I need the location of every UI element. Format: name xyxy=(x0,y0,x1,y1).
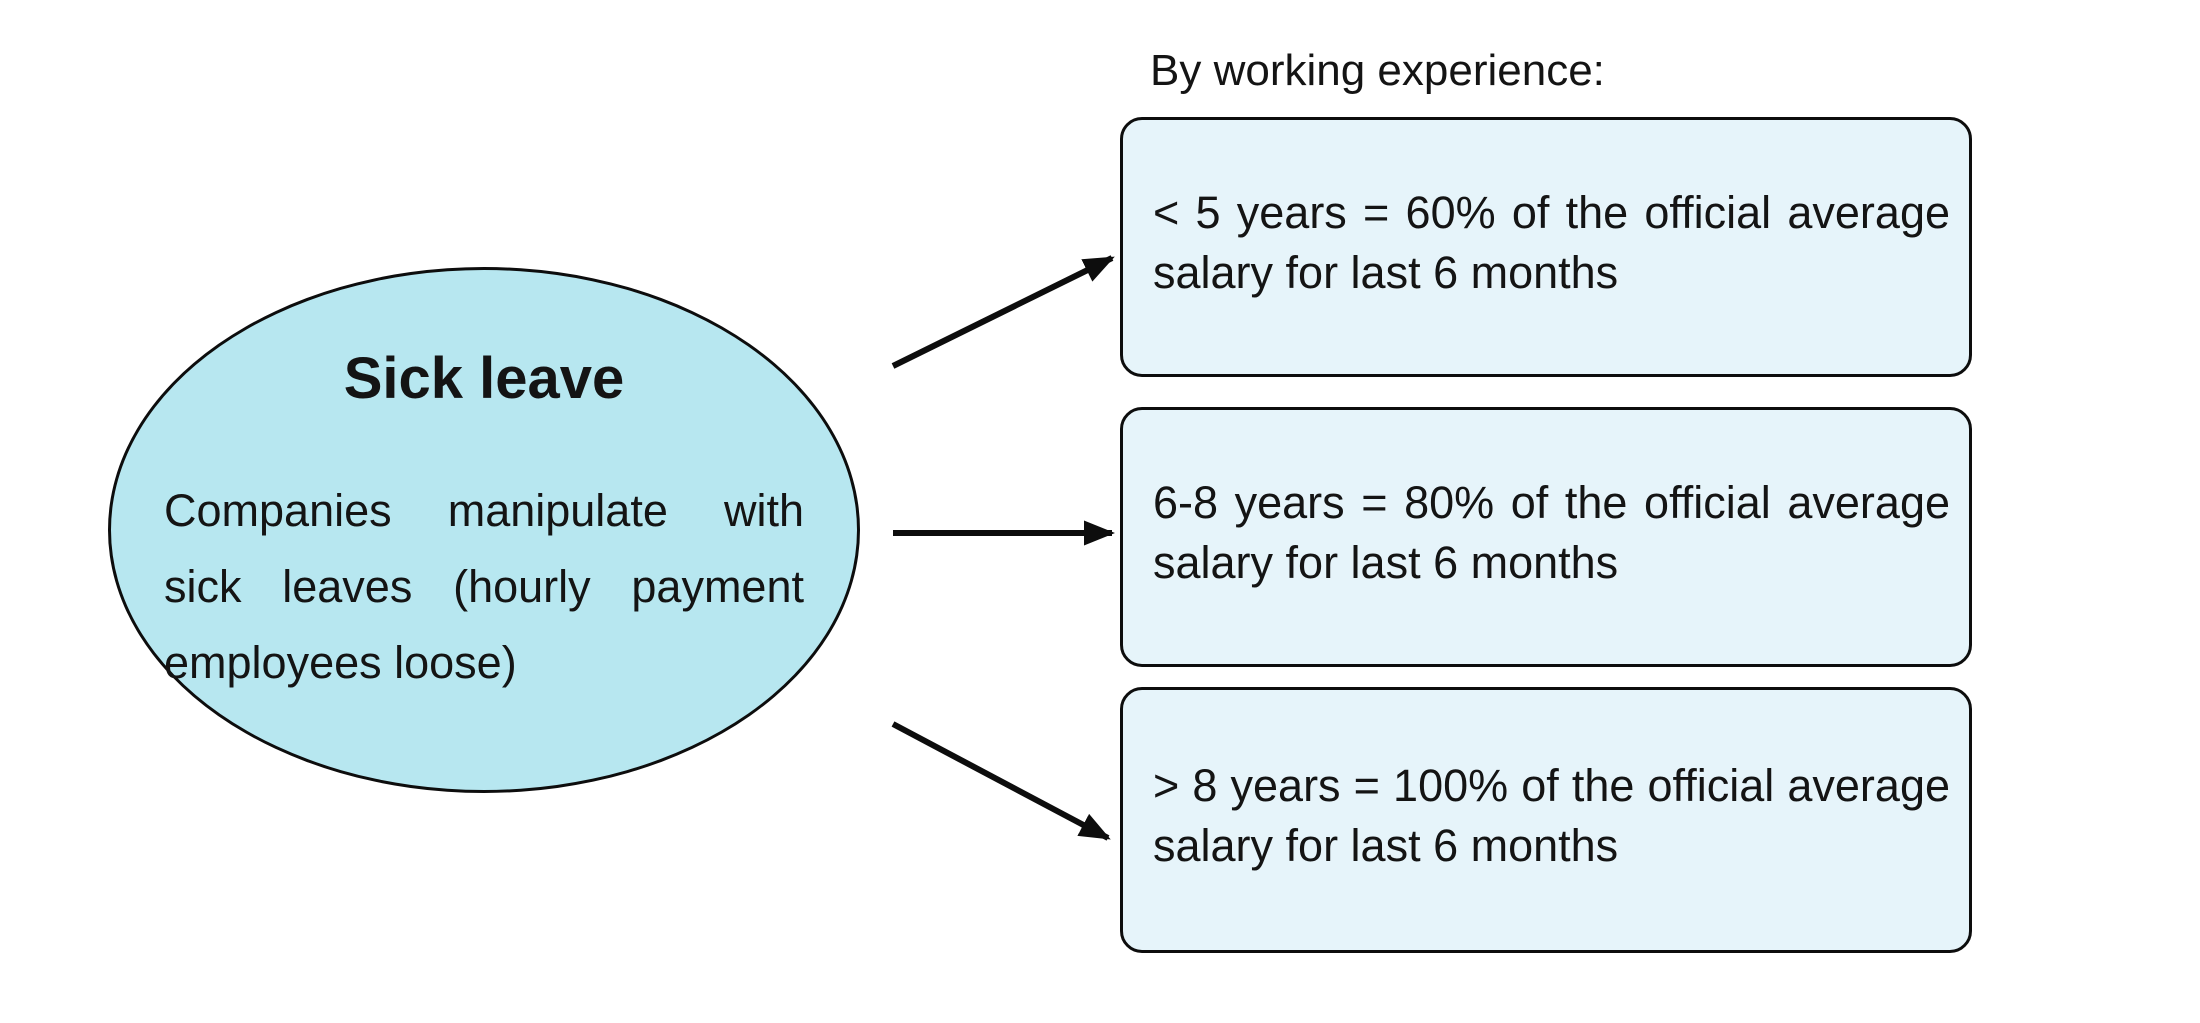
experience-box-under-5-years-text: < 5 years = 60% of the official average … xyxy=(1153,187,1950,298)
experience-box-6-8-years-text: 6-8 years = 80% of the official average … xyxy=(1153,477,1950,588)
experience-box-under-5-years: < 5 years = 60% of the official average … xyxy=(1120,117,1972,377)
experience-box-over-8-years-text: > 8 years = 100% of the official average… xyxy=(1153,760,1950,871)
experience-box-over-8-years: > 8 years = 100% of the official average… xyxy=(1120,687,1972,953)
experience-box-6-8-years: 6-8 years = 80% of the official average … xyxy=(1120,407,1972,667)
arrow-to-under-5-years-box xyxy=(891,255,1115,369)
ellipse-title: Sick leave xyxy=(343,346,625,411)
ellipse-description: Companies manipulate with sick leaves (h… xyxy=(164,485,804,688)
sick-leave-ellipse: Sick leave Companies manipulate with sic… xyxy=(108,267,860,793)
arrow-to-over-8-years-box xyxy=(891,721,1111,841)
section-heading: By working experience: xyxy=(1150,46,1605,95)
